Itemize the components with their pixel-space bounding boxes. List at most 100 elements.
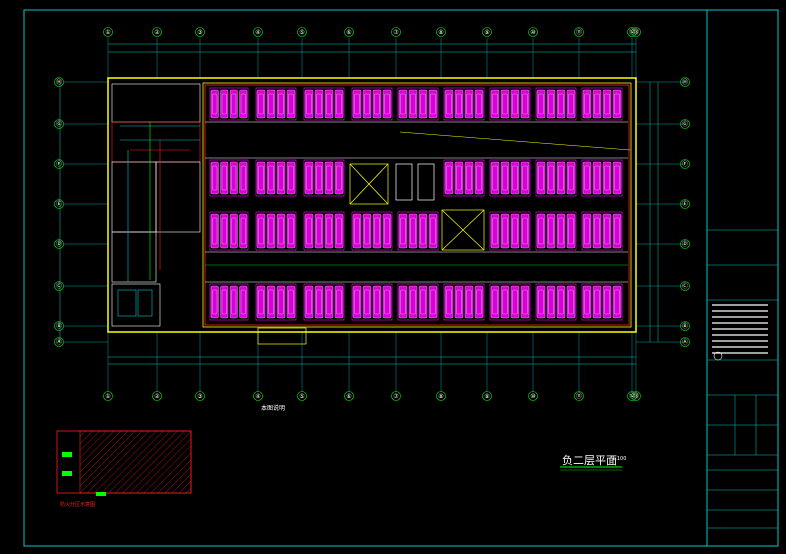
row-axis-bubble [680, 199, 690, 209]
car-symbol [492, 165, 498, 191]
row-axis-bubble [680, 337, 690, 347]
column-axis-bubble [344, 27, 354, 37]
parking-space [382, 285, 392, 319]
row-axis-label: Ⓔ [682, 200, 688, 208]
car-symbol [430, 217, 436, 245]
car-symbol [231, 93, 237, 115]
column-axis-bubble [152, 391, 162, 401]
car-symbol [548, 93, 554, 115]
car-symbol [221, 93, 227, 115]
column-axis-bubble [436, 391, 446, 401]
parking-bay [209, 87, 249, 121]
parking-space [398, 285, 408, 319]
parking-space [304, 213, 314, 249]
parking-space [266, 285, 276, 319]
car-symbol [420, 217, 426, 245]
parking-space [256, 161, 266, 195]
parking-space [510, 89, 520, 119]
row-axis-label: Ⓗ [56, 78, 62, 86]
car-symbol [614, 93, 620, 115]
column-axis-bubble [195, 391, 205, 401]
parking-space [546, 89, 556, 119]
column-axis-label: ⑩ [530, 393, 535, 400]
car-symbol [568, 93, 574, 115]
parking-space [408, 213, 418, 249]
column-axis-bubble [344, 391, 354, 401]
column-axis-label: ④ [255, 29, 260, 36]
car-symbol [502, 165, 508, 191]
car-symbol [221, 289, 227, 315]
car-symbol [604, 93, 610, 115]
parking-space [556, 161, 566, 195]
parking-bay [443, 87, 485, 121]
parking-bay [535, 283, 577, 321]
parking-space [398, 89, 408, 119]
car-symbol [374, 217, 380, 245]
car-symbol [278, 217, 284, 245]
car-symbol [354, 217, 360, 245]
column-axis-bubble [152, 27, 162, 37]
row-axis-bubble [54, 119, 64, 129]
row-axis-bubble [54, 77, 64, 87]
parking-space [220, 89, 229, 119]
parking-space [566, 285, 576, 319]
car-symbol [384, 217, 390, 245]
parking-space [276, 161, 286, 195]
parking-bay [489, 159, 531, 197]
parking-space [464, 285, 474, 319]
car-symbol [538, 289, 544, 315]
parking-bay [303, 159, 345, 197]
parking-space [602, 161, 612, 195]
car-symbol [288, 289, 294, 315]
parking-bay [443, 159, 485, 197]
parking-space [362, 285, 372, 319]
car-symbol [240, 93, 246, 115]
column-axis-bubble [195, 27, 205, 37]
car-symbol [316, 165, 322, 191]
car-symbol [384, 93, 390, 115]
car-symbol [364, 93, 370, 115]
parking-space [510, 285, 520, 319]
parking-space [566, 89, 576, 119]
column-axis-label: ⑨ [484, 29, 489, 36]
car-symbol [476, 93, 482, 115]
parking-spaces [209, 87, 623, 321]
equipment-room [111, 83, 201, 327]
ramp-cores [257, 163, 485, 345]
parking-space [239, 89, 248, 119]
parking-space [500, 285, 510, 319]
car-symbol [374, 93, 380, 115]
parking-space [324, 285, 334, 319]
car-symbol [306, 217, 312, 245]
parking-space [352, 285, 362, 319]
car-symbol [258, 217, 264, 245]
column-axis-label: ③ [197, 29, 202, 36]
parking-space [510, 161, 520, 195]
parking-space [324, 89, 334, 119]
parking-bay [581, 159, 623, 197]
car-symbol [512, 93, 518, 115]
parking-space [454, 285, 464, 319]
parking-space [474, 161, 484, 195]
parking-space [372, 285, 382, 319]
parking-space [334, 89, 344, 119]
parking-space [220, 285, 229, 319]
car-symbol [212, 217, 218, 245]
car-symbol [288, 217, 294, 245]
column-axis-label: ⑬ [633, 392, 639, 400]
car-symbol [212, 289, 218, 315]
car-symbol [410, 93, 416, 115]
parking-space [229, 213, 238, 249]
car-symbol [364, 217, 370, 245]
parking-space [612, 89, 622, 119]
car-symbol [410, 217, 416, 245]
parking-space [592, 89, 602, 119]
car-symbol [430, 93, 436, 115]
car-symbol [400, 217, 406, 245]
column-axis-label: ④ [255, 393, 260, 400]
row-axis-label: Ⓓ [56, 240, 62, 248]
column-axis-label: ① [105, 29, 110, 36]
car-symbol [231, 289, 237, 315]
car-symbol [326, 165, 332, 191]
